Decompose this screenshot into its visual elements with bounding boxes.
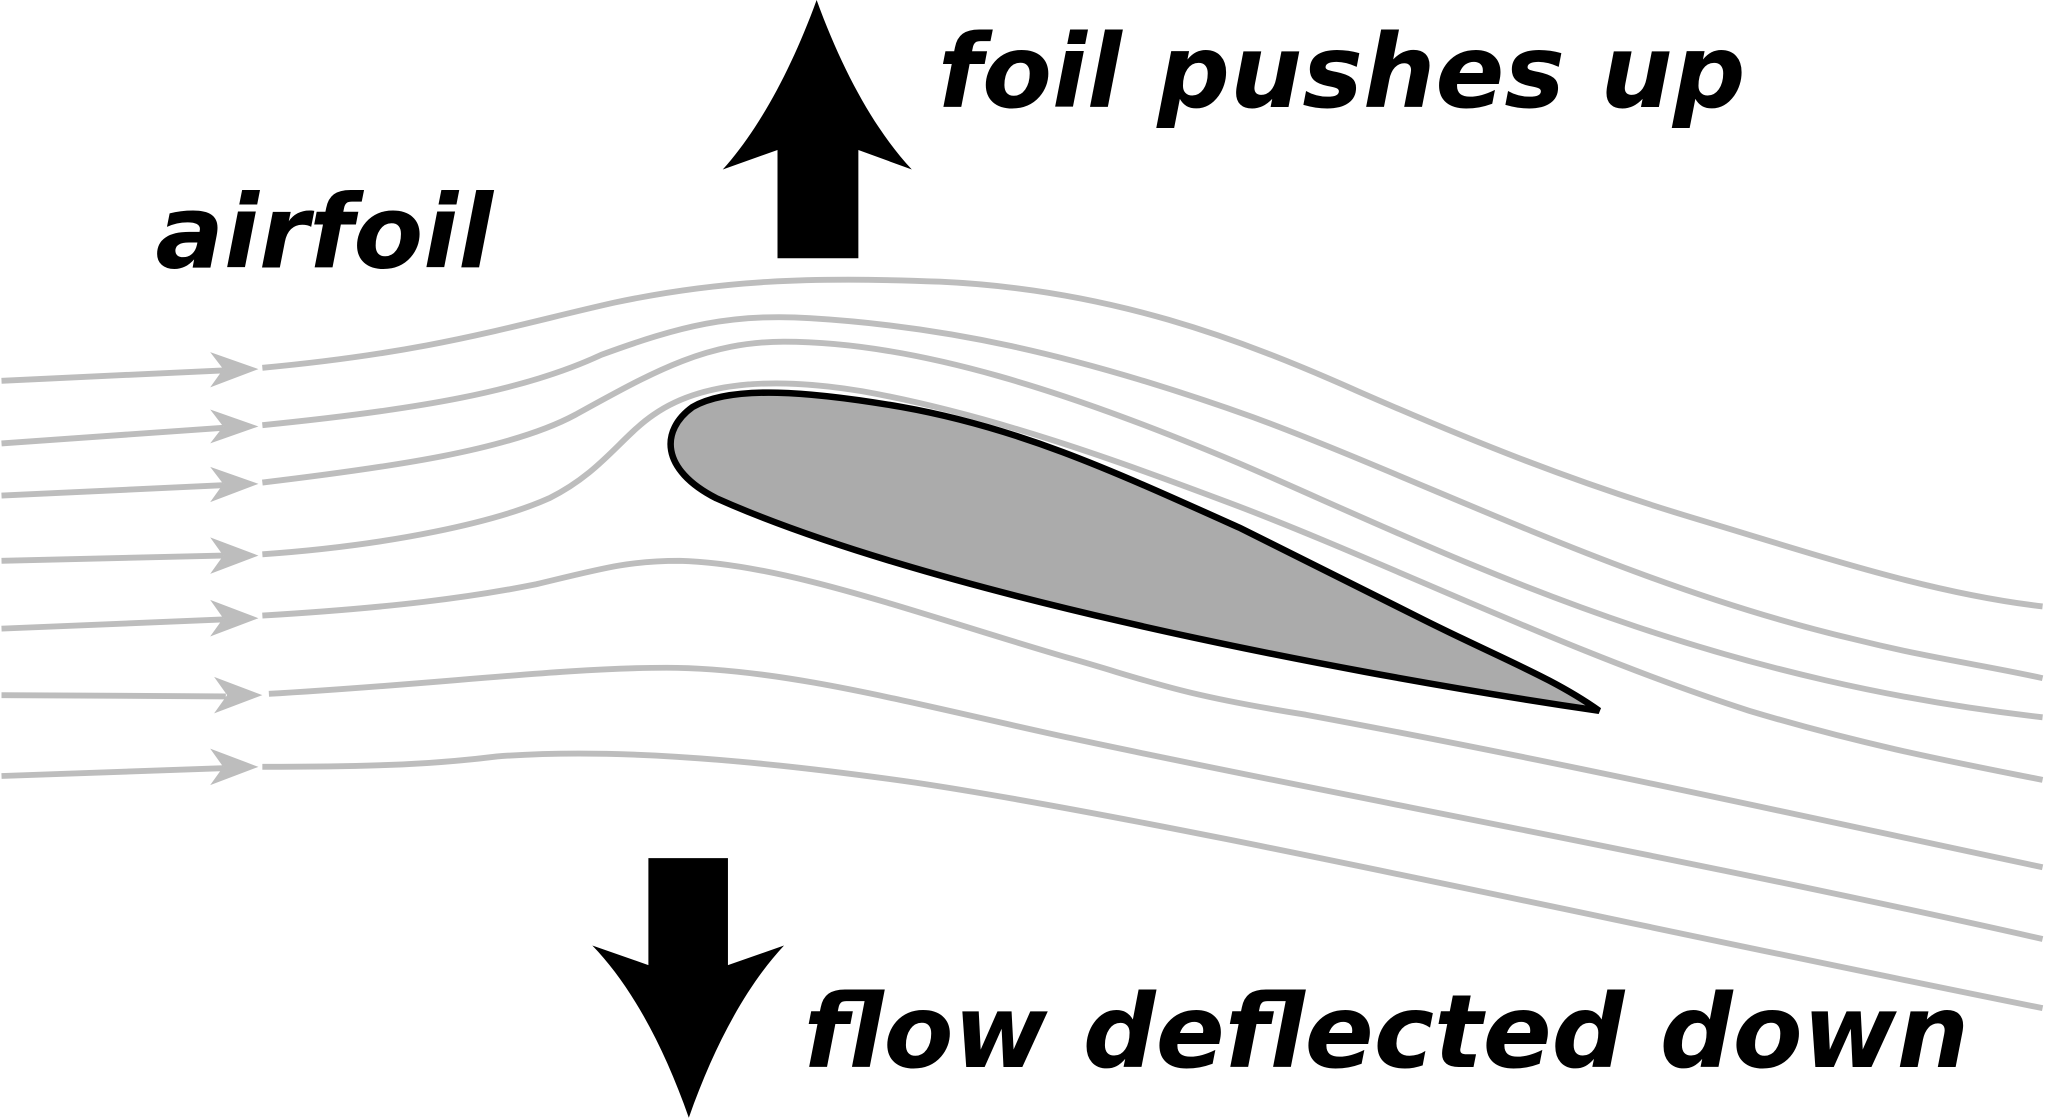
arrowhead-icon xyxy=(210,409,259,444)
lift-arrow-icon xyxy=(722,0,912,259)
downwash-arrow-icon xyxy=(592,858,785,1118)
arrowhead-icon xyxy=(210,352,259,388)
streamline-2 xyxy=(1,314,2044,682)
streamline-3 xyxy=(1,338,2043,721)
streamline-1 xyxy=(1,276,2043,610)
flow-arrowheads xyxy=(210,352,263,786)
streamline-7 xyxy=(1,750,2044,1012)
arrowhead-icon xyxy=(210,748,259,786)
arrowhead-icon xyxy=(210,599,259,637)
airfoil-shape xyxy=(667,389,1602,715)
streamlines xyxy=(1,276,2044,1012)
arrowhead-icon xyxy=(214,676,263,714)
downwash-label: flow deflected down xyxy=(804,973,1969,1091)
streamline-5 xyxy=(1,557,2044,871)
arrowhead-icon xyxy=(210,537,259,574)
lift-label: foil pushes up xyxy=(938,13,1746,131)
airfoil-label: airfoil xyxy=(155,173,495,291)
arrowhead-icon xyxy=(210,466,259,503)
streamline-6 xyxy=(1,664,2044,942)
streamline-4 xyxy=(1,380,2044,783)
